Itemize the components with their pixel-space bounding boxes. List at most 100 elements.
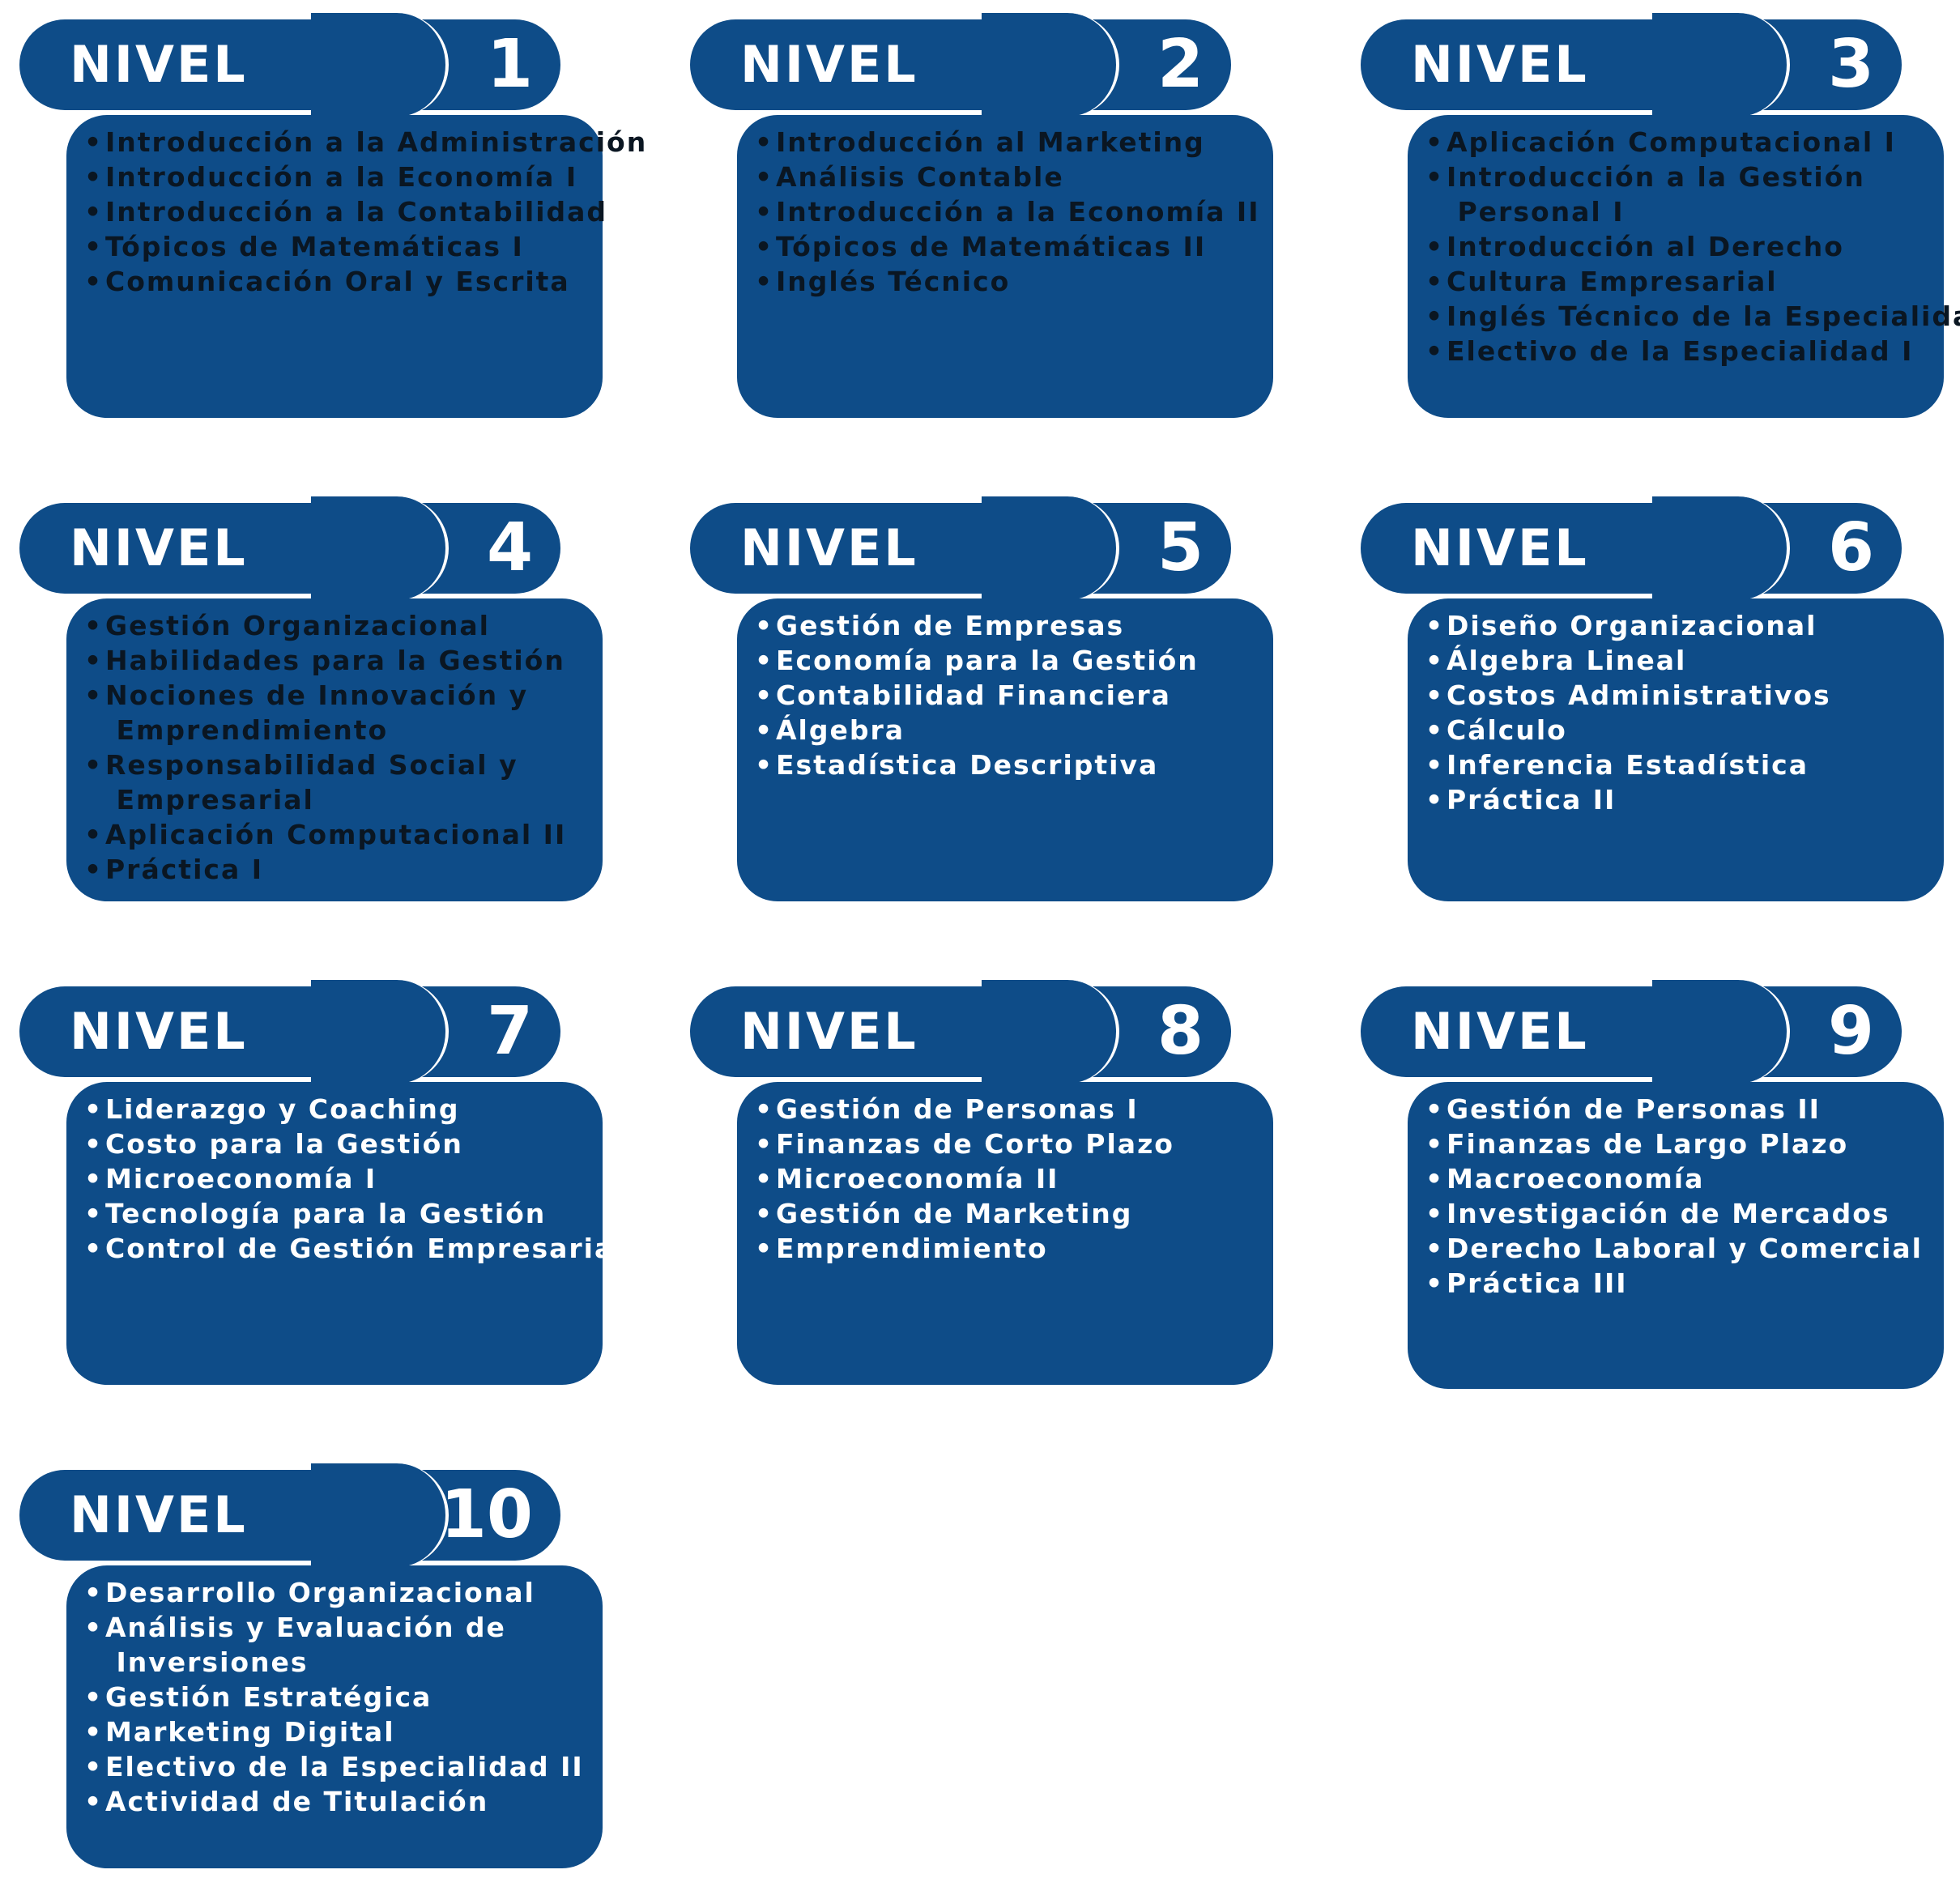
subject-list: Gestión de EmpresasEconomía para la Gest…	[755, 608, 1273, 782]
level-number: 5	[1157, 509, 1204, 586]
subject-item: Análisis y Evaluación de Inversiones	[84, 1610, 603, 1680]
level-card-1: NIVEL1Introducción a la AdministraciónIn…	[19, 13, 646, 441]
subject-item: Diseño Organizacional	[1425, 608, 1944, 643]
subjects-panel: Liderazgo y CoachingCosto para la Gestió…	[66, 1082, 624, 1385]
level-label: NIVEL	[1411, 1002, 1589, 1061]
subject-item: Aplicación Computacional II	[84, 817, 603, 852]
subject-item: Introducción a la Economía II	[755, 194, 1273, 229]
subject-list: Diseño OrganizacionalÁlgebra LinealCosto…	[1425, 608, 1944, 817]
subject-item: Gestión Organizacional	[84, 608, 603, 643]
subject-item: Introducción al Derecho	[1425, 229, 1944, 264]
subject-item: Habilidades para la Gestión	[84, 643, 603, 678]
subject-item: Álgebra	[755, 713, 1273, 747]
level-card-2: NIVEL 2Introducción al MarketingAnálisis …	[690, 13, 1289, 441]
header-divider	[982, 496, 1119, 600]
subjects-panel: Introducción a la AdministraciónIntroduc…	[66, 115, 646, 418]
subject-item: Investigación de Mercados	[1425, 1196, 1944, 1231]
subject-item: Gestión de Empresas	[755, 608, 1273, 643]
subject-item: Microeconomía I	[84, 1161, 603, 1196]
subject-item: Microeconomía II	[755, 1161, 1273, 1196]
level-number: 7	[486, 993, 533, 1070]
subject-item: Introducción a la Contabilidad	[84, 194, 606, 229]
level-card-8: NIVEL 8Gestión de Personas IFinanzas de C…	[690, 980, 1289, 1408]
level-card-5: NIVEL 5Gestión de EmpresasEconomía para l…	[690, 496, 1289, 924]
level-label: NIVEL	[70, 1002, 248, 1061]
level-header: NIVEL 4	[19, 496, 560, 600]
level-header: NIVEL 3	[1361, 13, 1902, 117]
subject-item: Introducción a la Economía I	[84, 160, 603, 194]
subject-list: Gestión de Personas IIFinanzas de Largo …	[1425, 1092, 1944, 1301]
subject-list: Liderazgo y CoachingCosto para la Gestió…	[84, 1092, 624, 1266]
subject-list: Gestión de Personas IFinanzas de Corto P…	[755, 1092, 1273, 1266]
subject-item: Emprendimiento	[755, 1231, 1273, 1266]
subject-item: Comunicación Oral y Escrita	[84, 264, 603, 299]
header-divider	[311, 980, 449, 1084]
subjects-panel: Aplicación Computacional IIntroducción a…	[1408, 115, 1960, 418]
subject-item: Finanzas de Largo Plazo	[1425, 1127, 1944, 1161]
header-divider	[1652, 980, 1790, 1084]
header-divider	[311, 13, 449, 117]
subject-item: Desarrollo Organizacional	[84, 1575, 603, 1610]
subject-item: Práctica I	[84, 852, 603, 887]
subject-item: Gestión Estratégica	[84, 1680, 603, 1714]
subject-item: Introducción a la Administración	[84, 125, 646, 160]
level-card-4: NIVEL 4Gestión OrganizacionalHabilidades …	[19, 496, 619, 924]
subjects-panel: Desarrollo OrganizacionalAnálisis y Eval…	[66, 1565, 603, 1868]
level-label: NIVEL	[1411, 35, 1589, 94]
header-divider	[982, 13, 1119, 117]
level-number: 3	[1827, 26, 1874, 103]
level-number: 4	[486, 509, 533, 586]
subject-list: Introducción a la AdministraciónIntroduc…	[84, 125, 646, 299]
level-number: 8	[1157, 993, 1204, 1070]
subject-item: Aplicación Computacional I	[1425, 125, 1944, 160]
subject-item: Macroeconomía	[1425, 1161, 1944, 1196]
subject-item: Inferencia Estadística	[1425, 747, 1944, 782]
subject-item: Gestión de Personas I	[755, 1092, 1273, 1127]
level-label: NIVEL	[70, 35, 248, 94]
subject-item: Nociones de Innovación y Emprendimiento	[84, 678, 603, 747]
subjects-panel: Gestión de Personas IIFinanzas de Largo …	[1408, 1082, 1944, 1389]
header-divider	[311, 1463, 449, 1567]
level-header: NIVEL 9	[1361, 980, 1902, 1084]
subject-item: Economía para la Gestión	[755, 643, 1273, 678]
subjects-panel: Gestión OrganizacionalHabilidades para l…	[66, 598, 603, 901]
level-header: NIVEL 2	[690, 13, 1231, 117]
subject-list: Desarrollo OrganizacionalAnálisis y Eval…	[84, 1575, 603, 1819]
level-label: NIVEL	[740, 35, 918, 94]
subject-item: Finanzas de Corto Plazo	[755, 1127, 1273, 1161]
subject-item: Álgebra Lineal	[1425, 643, 1944, 678]
subject-item: Marketing Digital	[84, 1714, 603, 1749]
header-divider	[982, 980, 1119, 1084]
subject-list: Introducción al MarketingAnálisis Contab…	[755, 125, 1273, 299]
level-label: NIVEL	[70, 518, 248, 577]
level-card-3: NIVEL3Aplicación Computacional IIntroduc…	[1361, 13, 1960, 441]
level-label: NIVEL	[740, 1002, 918, 1061]
subject-item: Análisis Contable	[755, 160, 1273, 194]
subjects-panel: Gestión de Personas IFinanzas de Corto P…	[737, 1082, 1273, 1385]
level-header: NIVEL 5	[690, 496, 1231, 600]
subject-item: Costos Administrativos	[1425, 678, 1944, 713]
level-number: 6	[1827, 509, 1874, 586]
subject-item: Liderazgo y Coaching	[84, 1092, 603, 1127]
level-label: NIVEL	[740, 518, 918, 577]
subject-item: Cultura Empresarial	[1425, 264, 1944, 299]
subject-item: Derecho Laboral y Comercial	[1425, 1231, 1944, 1266]
subject-item: Inglés Técnico	[755, 264, 1273, 299]
subject-item: Contabilidad Financiera	[755, 678, 1273, 713]
subject-item: Tópicos de Matemáticas I	[84, 229, 603, 264]
level-number: 2	[1157, 26, 1204, 103]
subjects-panel: Introducción al MarketingAnálisis Contab…	[737, 115, 1273, 418]
header-divider	[1652, 496, 1790, 600]
subject-item: Introducción a la Gestión Personal I	[1425, 160, 1944, 229]
level-number: 9	[1827, 993, 1874, 1070]
level-card-6: NIVEL6Diseño OrganizacionalÁlgebra Linea…	[1361, 496, 1960, 924]
level-card-9: NIVEL 9Gestión de Personas IIFinanzas de …	[1361, 980, 1960, 1408]
subject-item: Cálculo	[1425, 713, 1944, 747]
subject-item: Práctica III	[1425, 1266, 1944, 1301]
header-divider	[1652, 13, 1790, 117]
subject-item: Práctica II	[1425, 782, 1944, 817]
subject-item: Gestión de Marketing	[755, 1196, 1273, 1231]
